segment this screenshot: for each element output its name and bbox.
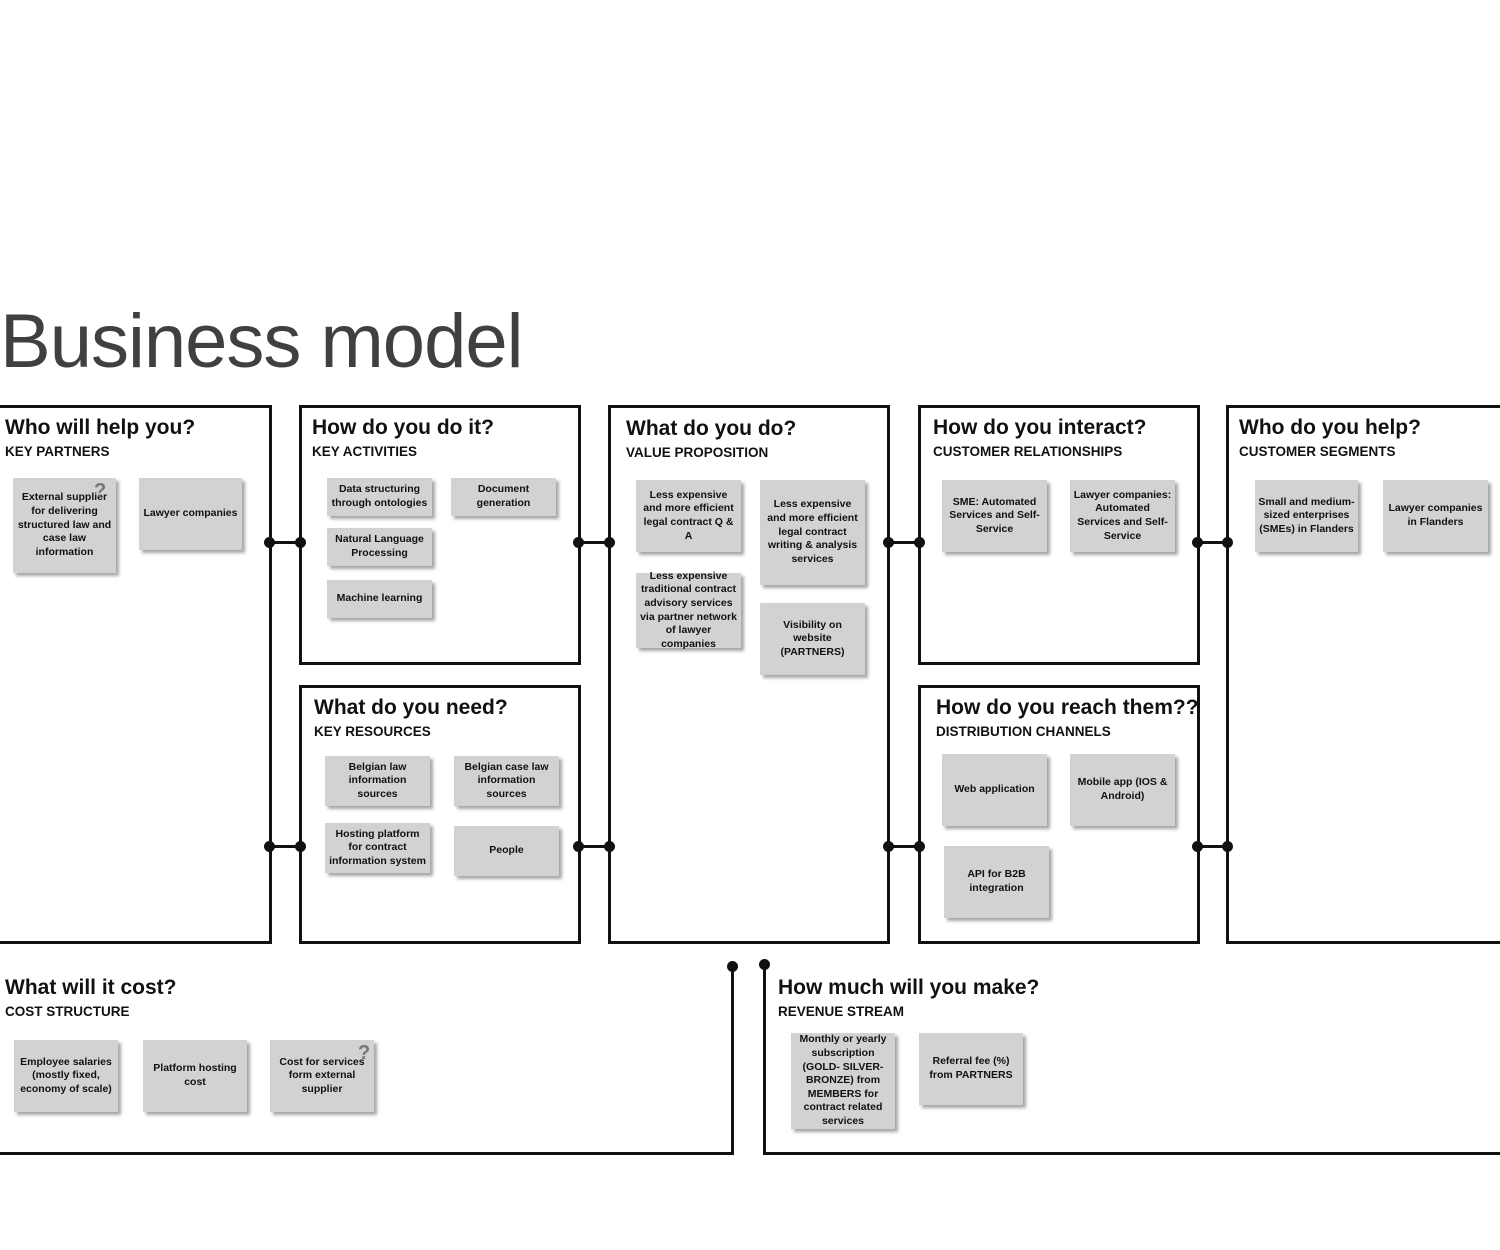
connector-dot — [1222, 537, 1233, 548]
section-label: DISTRIBUTION CHANNELS — [936, 724, 1111, 739]
section-question: What will it cost? — [5, 976, 177, 999]
customer-relationships-section: How do you interact? CUSTOMER RELATIONSH… — [918, 405, 1200, 665]
sticky-note: Less expensive and more efficient legal … — [636, 480, 741, 552]
key-activities-section: How do you do it? KEY ACTIVITIES Data st… — [299, 405, 581, 665]
connector-dot — [1192, 841, 1203, 852]
section-label: CUSTOMER RELATIONSHIPS — [933, 444, 1123, 459]
page-title: Business model — [0, 299, 523, 384]
section-question: How do you do it? — [312, 416, 494, 439]
connector-dot — [295, 537, 306, 548]
sticky-note: Mobile app (IOS & Android) — [1070, 754, 1175, 826]
connector-line — [888, 845, 919, 848]
connector-dot — [264, 841, 275, 852]
distribution-channels-section: How do you reach them?? DISTRIBUTION CHA… — [918, 685, 1200, 944]
sticky-note: Web application — [942, 754, 1047, 826]
customer-segments-section: Who do you help? CUSTOMER SEGMENTS Small… — [1226, 405, 1500, 944]
connector-line — [579, 845, 610, 848]
connector-dot — [759, 959, 770, 970]
connector-dot — [727, 961, 738, 972]
key-resources-section: What do you need? KEY RESOURCES Belgian … — [299, 685, 581, 944]
sticky-note: Cost for services form external supplier — [270, 1040, 374, 1112]
sticky-note: Less expensive traditional contract advi… — [636, 570, 741, 650]
sticky-note: Natural Language Processing — [327, 528, 432, 566]
connector-line — [270, 541, 301, 544]
connector-dot — [1222, 841, 1233, 852]
sticky-note: External supplier for delivering structu… — [13, 478, 116, 573]
section-question: How do you reach them?? — [936, 696, 1199, 719]
sticky-note: Hosting platform for contract informatio… — [325, 823, 430, 873]
section-label: VALUE PROPOSITION — [626, 445, 769, 460]
connector-dot — [604, 841, 615, 852]
sticky-note: Lawyer companies: Automated Services and… — [1070, 480, 1175, 552]
revenue-stream-bottom-border — [763, 1152, 1500, 1155]
connector-line — [1198, 541, 1228, 544]
sticky-note: Small and medium-sized enterprises (SMEs… — [1255, 480, 1358, 552]
sticky-note: Belgian case law information sources — [454, 756, 559, 806]
section-label: REVENUE STREAM — [778, 1004, 905, 1019]
sticky-note: Lawyer companies in Flanders — [1383, 480, 1488, 552]
sticky-note: Data structuring through ontologies — [327, 478, 432, 516]
cost-structure-bottom-border — [0, 1152, 734, 1155]
sticky-note: Platform hosting cost — [143, 1040, 247, 1112]
section-label: CUSTOMER SEGMENTS — [1239, 444, 1396, 459]
sticky-note: Referral fee (%) from PARTNERS — [919, 1033, 1023, 1105]
connector-dot — [604, 537, 615, 548]
question-mark-icon: ? — [94, 480, 107, 502]
connector-dot — [883, 841, 894, 852]
connector-dot — [914, 537, 925, 548]
section-label: KEY ACTIVITIES — [312, 444, 418, 459]
section-label: KEY RESOURCES — [314, 724, 431, 739]
connector-line — [1198, 845, 1228, 848]
connector-dot — [295, 841, 306, 852]
sticky-note: Employee salaries (mostly fixed, economy… — [14, 1040, 118, 1112]
sticky-note: API for B2B integration — [944, 846, 1049, 918]
revenue-stream-left-border — [763, 966, 766, 1155]
sticky-note: Visibility on website (PARTNERS) — [760, 603, 865, 675]
sticky-note: SME: Automated Services and Self-Service — [942, 480, 1047, 552]
sticky-note: People — [454, 826, 559, 876]
connector-line — [888, 541, 919, 544]
key-partners-section: Who will help you? KEY PARTNERS External… — [0, 405, 272, 944]
section-question: How do you interact? — [933, 416, 1147, 439]
section-question: What do you need? — [314, 696, 508, 719]
value-proposition-section: What do you do? VALUE PROPOSITION Less e… — [608, 405, 890, 944]
sticky-note: Less expensive and more efficient legal … — [760, 480, 865, 585]
sticky-note: Belgian law information sources — [325, 756, 430, 806]
section-label: COST STRUCTURE — [5, 1004, 130, 1019]
section-question: What do you do? — [626, 417, 797, 440]
connector-dot — [914, 841, 925, 852]
sticky-note: Machine learning — [327, 580, 432, 618]
section-label: KEY PARTNERS — [5, 444, 110, 459]
connector-dot — [1192, 537, 1203, 548]
connector-dot — [264, 537, 275, 548]
question-mark-icon: ? — [358, 1042, 371, 1064]
connector-line — [579, 541, 610, 544]
connector-line — [270, 845, 301, 848]
section-question: Who do you help? — [1239, 416, 1421, 439]
connector-dot — [883, 537, 894, 548]
sticky-note: Document generation — [451, 478, 556, 516]
connector-dot — [573, 537, 584, 548]
connector-dot — [573, 841, 584, 852]
cost-structure-right-border — [731, 966, 734, 1155]
sticky-note: Lawyer companies — [139, 478, 242, 550]
section-question: How much will you make? — [778, 976, 1040, 999]
section-question: Who will help you? — [5, 416, 196, 439]
sticky-note: Monthly or yearly subscription (GOLD- SI… — [791, 1033, 895, 1129]
